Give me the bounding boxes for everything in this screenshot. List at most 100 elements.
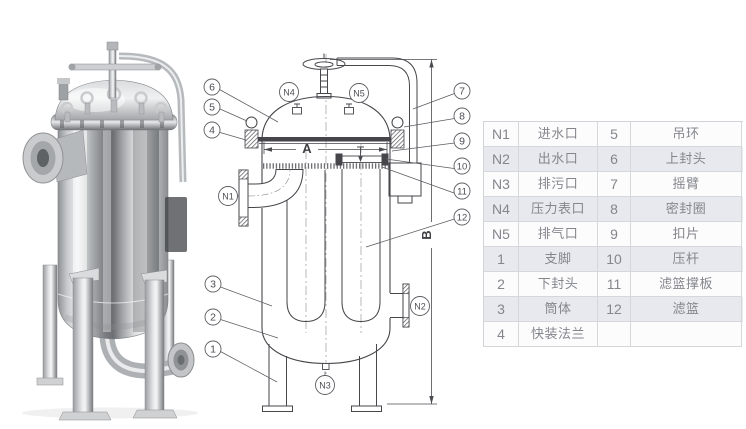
quick-flange	[244, 116, 405, 149]
callout-n1: N1	[218, 186, 238, 206]
table-row: 4 快装法兰	[484, 322, 743, 347]
dimension-b-label: B	[419, 230, 434, 239]
part-number-cell: 12	[598, 297, 631, 322]
part-name-cell: 快装法兰	[519, 322, 598, 347]
callout-label-1: 1	[210, 344, 216, 356]
callout-label-2: 2	[210, 312, 216, 324]
callout-label-5: 5	[209, 102, 215, 114]
part-name-cell: 排气口	[519, 222, 598, 247]
part-number-cell: 5	[598, 122, 631, 147]
technical-diagram: B	[203, 53, 471, 412]
callout-label-8: 8	[459, 111, 465, 123]
callout-label-n1: N1	[222, 192, 234, 202]
parts-table: N1 进水口 5 吊环 N2 出水口 6 上封头 N3 排污口 7 摇臂 N4 …	[483, 121, 743, 347]
part-number-cell: 6	[598, 147, 631, 172]
callout-6: 6	[203, 78, 221, 96]
part-number-cell: 11	[598, 272, 631, 297]
callout-label-n4: N4	[283, 88, 295, 98]
callout-9: 9	[453, 132, 471, 150]
callout-label-n5: N5	[353, 89, 365, 99]
basket-holddown	[335, 146, 389, 166]
part-number-cell: N3	[484, 172, 519, 197]
callout-n4: N4	[279, 82, 299, 102]
callout-label-9: 9	[459, 136, 465, 148]
body-highlight2	[103, 122, 111, 332]
callout-n2: N2	[410, 296, 430, 316]
dimension-b	[330, 59, 437, 405]
part-name-cell: 滤篮撑板	[631, 272, 742, 297]
part-number-cell: N5	[484, 222, 519, 247]
callout-10: 10	[453, 157, 471, 175]
gauge-stub	[57, 78, 70, 101]
part-number-cell: 8	[598, 197, 631, 222]
callout-1: 1	[204, 340, 222, 358]
part-number-cell: 1	[484, 247, 519, 272]
callout-11: 11	[453, 182, 471, 200]
part-name-cell: 下封头	[519, 272, 598, 297]
inlet-flange-photo	[22, 129, 88, 184]
table-row: N2 出水口 6 上封头	[484, 147, 743, 172]
table-row: N5 排气口 9 扣片	[484, 222, 743, 247]
leader-lines	[219, 89, 455, 383]
eyebolt-stems	[64, 99, 165, 123]
table-row: 1 支脚 10 压杆	[484, 247, 743, 272]
part-name-cell: 排污口	[519, 172, 598, 197]
callout-label-n3: N3	[319, 381, 331, 391]
part-name-cell: 进水口	[519, 122, 598, 147]
callout-5: 5	[203, 98, 221, 116]
callout-8: 8	[453, 107, 471, 125]
table-row: 3 筒体 12 滤篮	[484, 297, 743, 322]
part-name-cell: 出水口	[519, 147, 598, 172]
table-row: N4 压力表口 8 密封圈	[484, 197, 743, 222]
callout-label-3: 3	[210, 279, 216, 291]
filter-baskets	[286, 169, 381, 323]
part-number-cell: 7	[598, 172, 631, 197]
callout-label-10: 10	[457, 162, 468, 173]
part-name-cell	[631, 322, 742, 347]
table-row: 2 下封头 11 滤篮撑板	[484, 272, 743, 297]
part-number-cell: 4	[484, 322, 519, 347]
outlet-port-n2	[390, 283, 410, 328]
part-name-cell: 密封圈	[631, 197, 742, 222]
part-name-cell: 压力表口	[519, 197, 598, 222]
callout-label-4: 4	[209, 125, 215, 137]
part-number-cell: 9	[598, 222, 631, 247]
part-number-cell: 2	[484, 272, 519, 297]
part-number-cell: 10	[598, 247, 631, 272]
dimension-a-label: A	[302, 141, 312, 156]
part-name-cell: 筒体	[519, 297, 598, 322]
dimension-a	[263, 142, 388, 154]
product-photo	[22, 41, 198, 421]
side-box	[165, 197, 187, 252]
legs	[262, 344, 382, 412]
front-legs	[58, 267, 178, 421]
part-name-cell: 上封头	[631, 147, 742, 172]
part-name-cell: 压杆	[631, 247, 742, 272]
callout-n3: N3	[315, 375, 335, 395]
part-name-cell: 支脚	[519, 247, 598, 272]
callout-label-11: 11	[457, 187, 467, 198]
swing-arm-photo	[118, 52, 187, 183]
swing-arm	[336, 57, 422, 204]
callout-label-7: 7	[459, 86, 465, 98]
callout-7: 7	[453, 82, 471, 100]
part-number-cell: 3	[484, 297, 519, 322]
part-name-cell: 扣片	[631, 222, 742, 247]
part-number-cell	[598, 322, 631, 347]
vessel-shell	[261, 141, 391, 328]
handwheel	[302, 53, 346, 99]
callout-4: 4	[203, 121, 221, 139]
part-number-cell: N1	[484, 122, 519, 147]
table-row: N1 进水口 5 吊环	[484, 122, 743, 147]
part-name-cell: 摇臂	[631, 172, 742, 197]
callout-3: 3	[204, 275, 222, 293]
callout-12: 12	[453, 208, 471, 226]
callout-label-n2: N2	[414, 302, 426, 312]
callout-2: 2	[204, 308, 222, 326]
part-name-cell: 吊环	[631, 122, 742, 147]
t-handle	[68, 41, 162, 99]
part-number-cell: N4	[484, 197, 519, 222]
inlet-elbow-n1	[238, 169, 304, 227]
table-row: N3 排污口 7 摇臂	[484, 172, 743, 197]
